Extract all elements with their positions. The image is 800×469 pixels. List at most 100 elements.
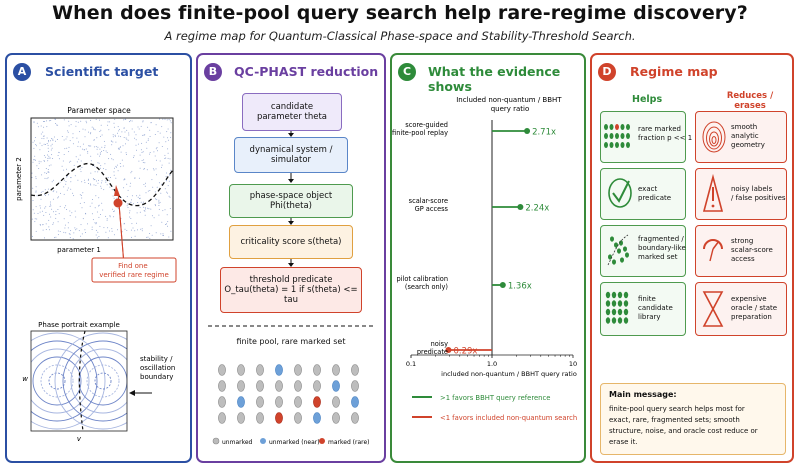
ratio-point	[445, 347, 452, 353]
axis-v-label: v	[77, 435, 82, 443]
pool-candidate	[313, 396, 321, 408]
ratio-point	[517, 204, 524, 210]
phase-portrait	[30, 330, 128, 432]
x-tick-label: 1.0	[487, 360, 497, 368]
reduces-title: Reduces / erases	[726, 91, 774, 111]
pool-candidate	[256, 380, 264, 392]
pool-candidate	[313, 364, 321, 376]
panel-d-title: Regime map	[630, 64, 718, 79]
pool-candidate	[237, 380, 245, 392]
pool-candidate	[351, 412, 359, 424]
evidence-chart: Included non-quantum / BBHT query ratio …	[392, 96, 577, 422]
reduce-label-oracle: expensive oracle / state preparation	[731, 295, 778, 321]
pool-candidate	[237, 396, 245, 408]
chart-title: Included non-quantum / BBHT query ratio	[456, 96, 564, 113]
fragmented-set-icon	[607, 234, 629, 266]
pool-candidate	[256, 412, 264, 424]
step-criticality: criticality score s(theta)	[229, 225, 353, 259]
reduce-card-smooth	[695, 111, 787, 163]
finite-pool-grid	[218, 364, 359, 424]
x-tick-label: 0.1	[406, 360, 416, 368]
reduce-label-noisy: noisy labels / false positives	[731, 185, 786, 202]
pool-candidate	[294, 380, 302, 392]
axis-w-label: w	[22, 375, 28, 383]
rare-regime-point	[113, 198, 123, 208]
pool-candidate	[294, 412, 302, 424]
param-space-xlabel: parameter 1	[57, 246, 101, 254]
panel-a-title: Scientific target	[45, 64, 159, 79]
finite-library-icon	[605, 291, 629, 324]
x-tick-label: 10	[569, 360, 577, 368]
pool-candidate	[237, 412, 245, 424]
panel-b-title: QC-PHAST reduction	[234, 64, 379, 79]
legend-unmarked: unmarked	[222, 439, 253, 446]
pool-candidate	[275, 380, 283, 392]
ratio-label: 1.36x	[508, 282, 532, 292]
main-message-title: Main message:	[609, 390, 677, 399]
legend-red-text: <1 favors included non-quantum search	[440, 414, 577, 422]
reduce-card-scalar	[695, 225, 787, 277]
hourglass-icon	[702, 291, 724, 327]
panel-qc-phast-reduction: B QC-PHAST reduction unmarked unmarked (…	[196, 53, 386, 463]
legend-marked-rare: marked (rare)	[328, 439, 370, 446]
regime-icons	[604, 121, 726, 327]
step-threshold: threshold predicate O_tau(theta) = 1 if …	[220, 267, 362, 313]
pool-candidate	[332, 396, 340, 408]
pool-candidate	[294, 396, 302, 408]
pool-candidate	[275, 396, 283, 408]
help-card-rare	[600, 111, 686, 163]
check-icon	[608, 178, 632, 208]
concentric-rings-icon	[702, 121, 726, 153]
panel-a-badge: A	[13, 63, 31, 81]
pool-label: finite pool, rare marked set	[236, 337, 346, 346]
phase-portrait-label: Phase portrait example	[38, 321, 120, 329]
reduce-card-oracle	[695, 282, 787, 336]
chart-xlabel: included non-quantum / BBHT query ratio	[441, 370, 577, 378]
panel-a-figure: Parameter space parameter 1 parameter 2 …	[15, 106, 177, 443]
pool-candidate	[275, 364, 283, 376]
panel-regime-map: D Regime map Helps Reduces / erases	[590, 53, 794, 463]
pool-candidate	[294, 364, 302, 376]
pool-candidate	[275, 412, 283, 424]
main-message-line-3: structure, noise, and oracle cost reduce…	[609, 426, 758, 446]
help-label-rare: rare marked fraction p << 1	[638, 125, 693, 142]
param-space-scatter	[31, 118, 172, 240]
pool-candidate	[313, 412, 321, 424]
step-candidate: candidate parameter theta	[242, 93, 342, 131]
main-message-box: Main message: finite-pool query search h…	[600, 383, 786, 455]
reduce-label-smooth: smooth analytic geometry	[731, 123, 765, 149]
pool-candidate	[256, 364, 264, 376]
pool-candidate	[218, 364, 226, 376]
pool-candidate	[332, 412, 340, 424]
flow-arrows: unmarked unmarked (near) marked (rare)	[208, 131, 374, 446]
pool-candidate	[218, 380, 226, 392]
gauge-icon	[703, 239, 723, 262]
warning-icon	[702, 173, 724, 212]
main-message-line-2: exact, rare, fragmented sets; smooth	[609, 415, 740, 424]
page-title: When does finite-pool query search help …	[52, 2, 748, 24]
annotation-text: Find one verified rare regime	[99, 262, 169, 279]
panel-scientific-target: A Scientific target Parameter space para…	[5, 53, 192, 463]
main-message-line-1: finite-pool query search helps most for	[609, 405, 745, 413]
reduce-label-scalar: strong scalar-score access	[731, 237, 773, 263]
pool-candidate	[351, 380, 359, 392]
rare-dots-icon	[604, 124, 630, 148]
param-space-ylabel: parameter 2	[15, 157, 23, 201]
step-simulator: dynamical system / simulator	[234, 137, 348, 173]
ratio-label: 0.29x	[453, 347, 477, 357]
step-phase-space: phase-space object Phi(theta)	[229, 184, 353, 218]
pool-candidate	[218, 396, 226, 408]
ratio-label: 2.71x	[532, 128, 556, 138]
pool-candidate	[332, 364, 340, 376]
help-label-finite: finite candidate library	[638, 295, 673, 321]
pool-candidate	[332, 380, 340, 392]
panel-evidence: C What the evidence shows Included non-q…	[390, 53, 586, 463]
page-subtitle: A regime map for Quantum-Classical Phase…	[164, 29, 636, 43]
phase-boundary	[78, 330, 86, 432]
category-label: pilot calibration(search only)	[397, 275, 448, 291]
pool-candidate	[256, 396, 264, 408]
panel-c-title: What the evidence shows	[428, 64, 561, 94]
panel-b-badge: B	[204, 63, 222, 81]
